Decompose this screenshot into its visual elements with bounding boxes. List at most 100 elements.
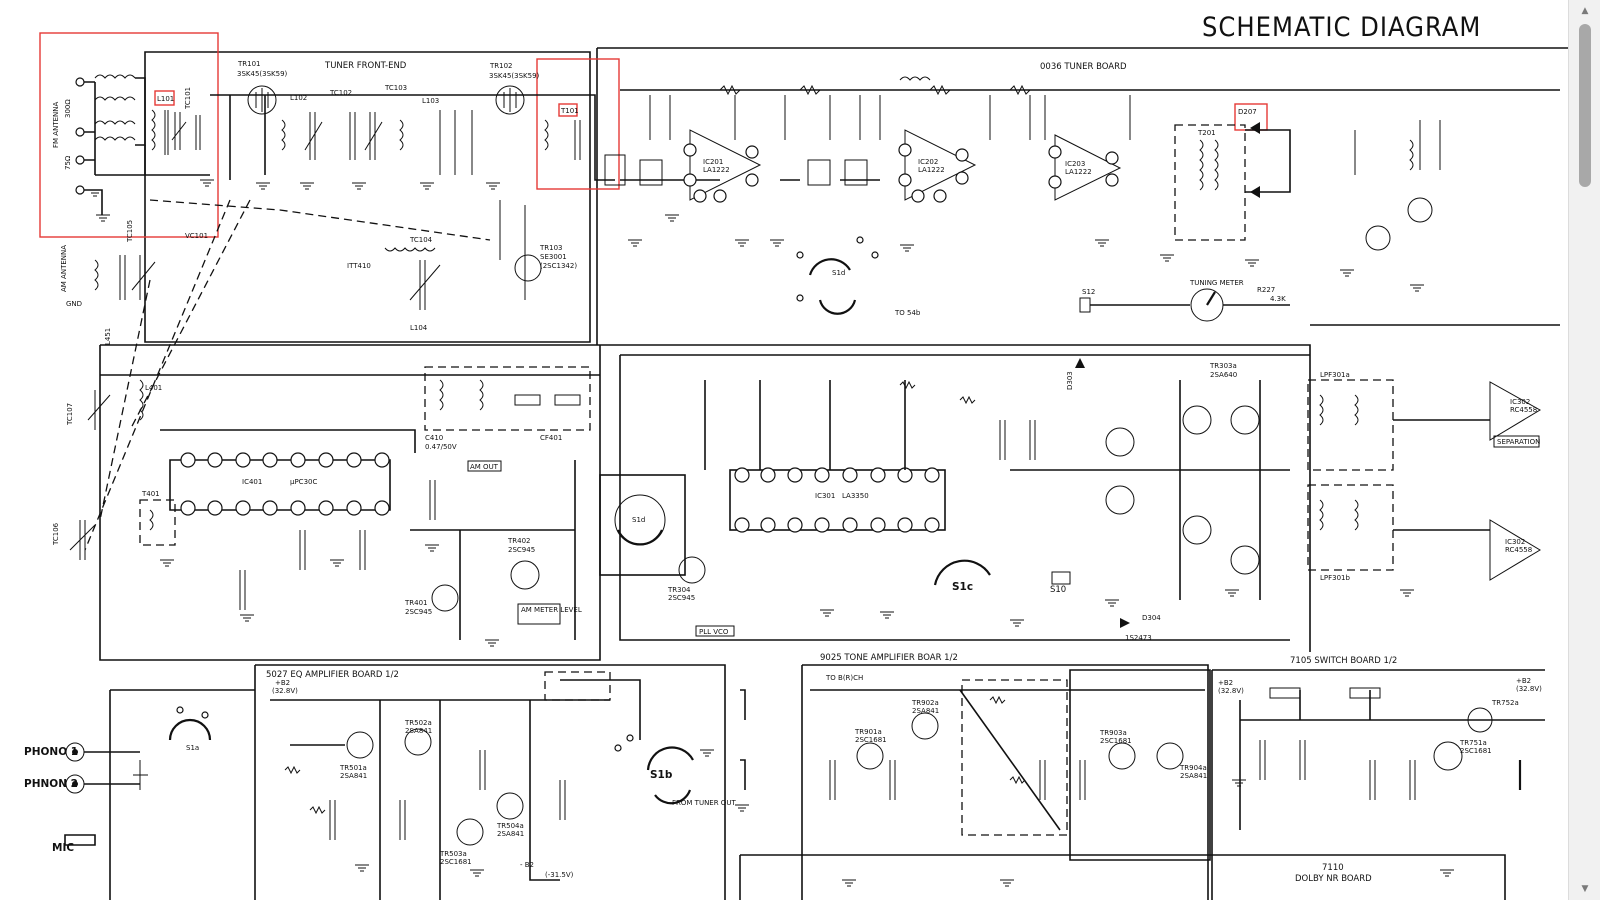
svg-text:S1b: S1b — [650, 769, 673, 781]
svg-text:S10: S10 — [1050, 585, 1066, 595]
phono1-label: PHONO 1 — [24, 746, 78, 758]
svg-text:TR401: TR401 — [404, 599, 428, 607]
svg-text:2SC945: 2SC945 — [508, 546, 535, 554]
ground-symbols — [88, 179, 1454, 887]
svg-text:1S2473: 1S2473 — [1125, 634, 1152, 642]
am-antenna-label: AM ANTENNA — [60, 245, 68, 292]
svg-text:VC101: VC101 — [185, 232, 208, 240]
svg-text:S1a: S1a — [186, 744, 199, 752]
svg-text:PLL VCO: PLL VCO — [699, 628, 729, 636]
svg-text:TC104: TC104 — [409, 236, 433, 244]
svg-text:2SA841: 2SA841 — [340, 772, 367, 780]
ohm-75-label: 75Ω — [64, 155, 72, 170]
svg-text:LPF301b: LPF301b — [1320, 574, 1351, 582]
switch-board-title: 7105 SWITCH BOARD 1/2 — [1290, 656, 1397, 666]
scroll-down-arrow-icon[interactable]: ▼ — [1581, 884, 1589, 894]
dolby-board-title: DOLBY NR BOARD — [1295, 874, 1372, 884]
svg-text:2SC1681: 2SC1681 — [1100, 737, 1132, 745]
svg-text:2SA841: 2SA841 — [405, 727, 432, 735]
component-stubs — [239, 380, 1416, 840]
svg-text:TR501a: TR501a — [339, 764, 367, 772]
svg-text:R227: R227 — [1257, 286, 1275, 294]
svg-text:TR502a: TR502a — [404, 719, 432, 727]
svg-text:FROM TUNER OUT: FROM TUNER OUT — [672, 799, 736, 807]
tuner-front-end: TR101 3SK45(3SK59) L102 TC102 TC103 L103… — [84, 60, 615, 551]
svg-text:ITT410: ITT410 — [347, 262, 371, 270]
svg-text:TR902a: TR902a — [911, 699, 939, 707]
svg-text:TR901a: TR901a — [854, 728, 882, 736]
svg-text:+B2: +B2 — [275, 679, 290, 687]
stereo-output: LPF301a LPF301b IC302 RC4558 IC302 RC455… — [1307, 371, 1541, 582]
svg-text:TC101: TC101 — [184, 87, 192, 110]
tuner-if-chain: IC201 LA1222 IC202 LA1222 IC203 LA1222 T… — [604, 76, 1560, 326]
svg-text:TR903a: TR903a — [1099, 729, 1127, 737]
dolby-board-id: 7110 — [1322, 863, 1344, 873]
svg-text:2SA640: 2SA640 — [1210, 371, 1237, 379]
am-section: IC401 µPC30C CF401 L401 TC107 T401 TC106… — [52, 366, 600, 640]
svg-text:2SA841: 2SA841 — [497, 830, 524, 838]
svg-text:D303: D303 — [1066, 371, 1074, 390]
svg-text:S1d: S1d — [632, 516, 645, 524]
svg-text:RC4558: RC4558 — [1505, 546, 1532, 554]
svg-text:TR504a: TR504a — [496, 822, 524, 830]
svg-text:TC103: TC103 — [384, 84, 407, 92]
mic-label: MIC — [52, 842, 74, 854]
svg-text:D304: D304 — [1142, 614, 1161, 622]
svg-text:TR503a: TR503a — [439, 850, 467, 858]
svg-text:TO B(R)CH: TO B(R)CH — [825, 674, 863, 682]
svg-text:TC107: TC107 — [66, 403, 74, 426]
tone-amp-board: TO B(R)CH TR901a 2SC1681 TR902a 2SA841 T… — [740, 669, 1211, 861]
svg-text:L104: L104 — [410, 324, 428, 332]
svg-text:0.47/50V: 0.47/50V — [425, 443, 457, 451]
svg-text:2SA841: 2SA841 — [912, 707, 939, 715]
phono2-label: PHNON 2 — [24, 778, 78, 790]
svg-text:LPF301a: LPF301a — [1320, 371, 1350, 379]
scroll-up-arrow-icon[interactable]: ▲ — [1581, 6, 1589, 16]
svg-text:TR103: TR103 — [539, 244, 563, 252]
svg-text:TUNING METER: TUNING METER — [1189, 279, 1244, 287]
svg-text:(32.8V): (32.8V) — [272, 687, 298, 695]
svg-text:(32.8V): (32.8V) — [1516, 685, 1542, 693]
svg-text:S1d: S1d — [832, 269, 845, 277]
svg-text:2SA841: 2SA841 — [1180, 772, 1207, 780]
svg-text:L102: L102 — [290, 94, 307, 102]
svg-text:2SC945: 2SC945 — [405, 608, 432, 616]
svg-text:TC106: TC106 — [52, 522, 60, 546]
svg-text:L103: L103 — [422, 97, 439, 105]
svg-text:LA3350: LA3350 — [842, 492, 869, 500]
am-antenna-coil: L451 — [94, 255, 156, 345]
t101-label: T101 — [560, 107, 579, 115]
mpx-decoder: IC301 LA3350 S1d TR304 2SC945 PLL VCO S1… — [599, 354, 1310, 642]
svg-text:2SC1681: 2SC1681 — [1460, 747, 1492, 755]
svg-text:C410: C410 — [425, 434, 443, 442]
svg-text:(2SC1342): (2SC1342) — [540, 262, 577, 270]
svg-text:IC201: IC201 — [703, 158, 723, 166]
tone-board-title: 9025 TONE AMPLIFIER BOAR 1/2 — [820, 653, 958, 663]
svg-text:- B2: - B2 — [520, 861, 534, 869]
switch-board: TR751a 2SC1681 TR752a +B2 (32.8V) +B2 (3… — [1218, 677, 1545, 830]
ohm-300-label: 300Ω — [64, 99, 72, 118]
svg-text:IC401: IC401 — [242, 478, 262, 486]
svg-text:IC301: IC301 — [815, 492, 835, 500]
board-outlines — [99, 47, 1568, 900]
scroll-thumb[interactable] — [1579, 24, 1591, 187]
svg-text:SEPARATION: SEPARATION — [1497, 438, 1540, 446]
svg-text:3SK45(3SK59): 3SK45(3SK59) — [237, 70, 288, 78]
svg-text:2SC1681: 2SC1681 — [855, 736, 887, 744]
svg-text:LA1222: LA1222 — [1065, 168, 1092, 176]
tuner-board-title: 0036 TUNER BOARD — [1040, 62, 1127, 72]
svg-text:AM OUT: AM OUT — [470, 463, 499, 471]
svg-text:TR101: TR101 — [237, 60, 261, 68]
svg-text:TR102: TR102 — [489, 62, 513, 70]
svg-text:2SC1681: 2SC1681 — [440, 858, 472, 866]
svg-text:TR303a: TR303a — [1209, 362, 1237, 370]
svg-text:3SK45(3SK59): 3SK45(3SK59) — [489, 72, 540, 80]
highlight-t101-region — [536, 58, 620, 190]
svg-text:TC102: TC102 — [329, 89, 352, 97]
highlight-t101-box — [558, 103, 578, 117]
eq-board-title: 5027 EQ AMPLIFIER BOARD 1/2 — [266, 670, 399, 680]
scrollbar[interactable]: ▲ ▼ — [1568, 0, 1600, 900]
svg-text:(-31.5V): (-31.5V) — [545, 871, 574, 879]
svg-text:TC105: TC105 — [126, 220, 134, 243]
